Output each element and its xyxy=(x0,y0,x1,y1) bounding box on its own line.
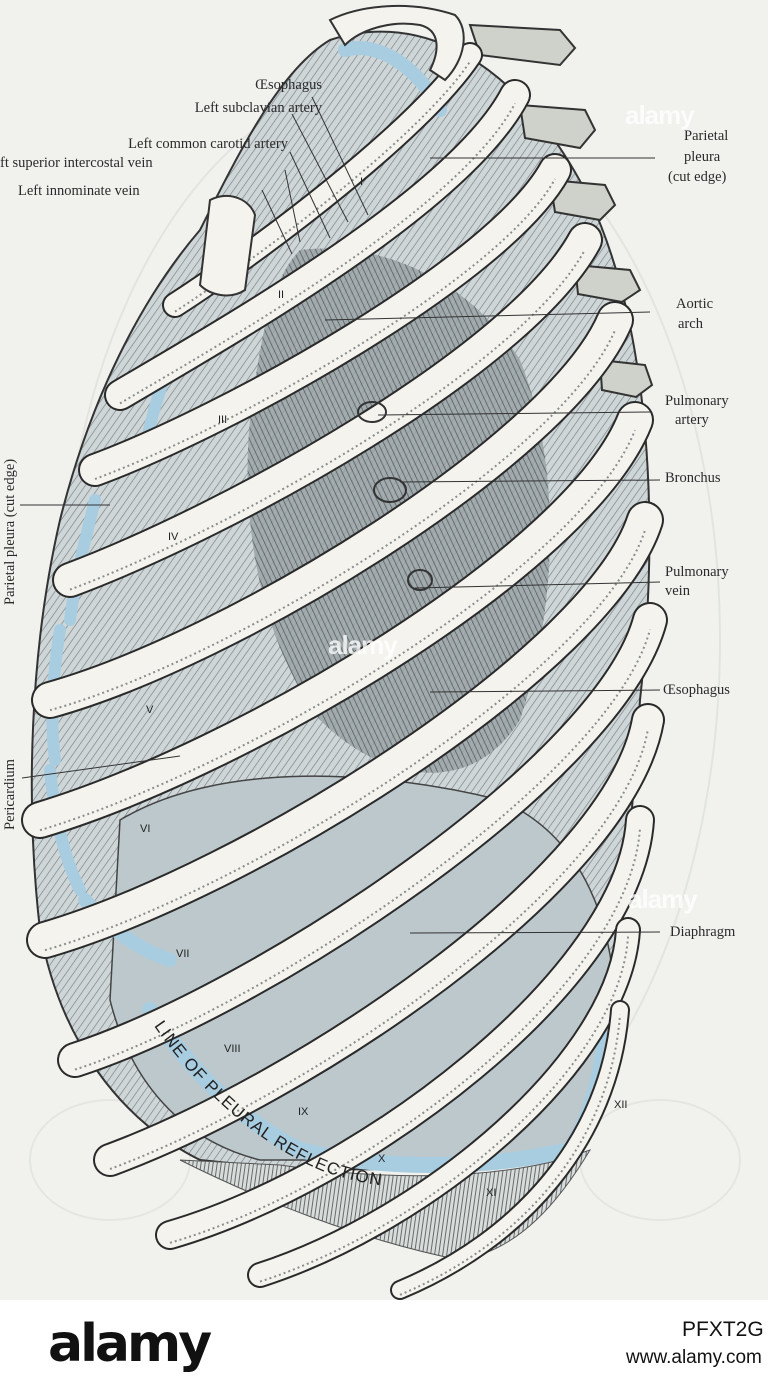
rib-shading xyxy=(169,827,641,1244)
rib-numeral: IX xyxy=(298,1106,309,1118)
label-pulmonary-artery-1: Pulmonary xyxy=(665,393,729,409)
rib-shading xyxy=(94,178,556,480)
label-bronchus: Bronchus xyxy=(665,470,721,486)
manubrium xyxy=(198,195,257,297)
rib-shading xyxy=(109,728,649,1170)
label-pulmonary-vein-1: Pulmonary xyxy=(665,564,729,580)
rib xyxy=(80,155,570,485)
alamy-logo: alamy xyxy=(48,1314,212,1374)
rib-numeral: III xyxy=(218,414,227,426)
rib-numeral: VI xyxy=(140,823,150,835)
rib-numeral: XI xyxy=(486,1187,496,1199)
rib-shading xyxy=(44,529,646,952)
rib xyxy=(28,503,662,957)
leader-lines xyxy=(20,96,661,934)
rib-shading xyxy=(49,329,616,712)
watermark-top-right: alamy xyxy=(625,100,695,130)
rib-numeral: II xyxy=(278,289,284,301)
rib-shading xyxy=(119,102,516,405)
rib-numeral: XII xyxy=(614,1099,627,1111)
label-parietal-pleura-3: (cut edge) xyxy=(668,169,727,185)
rib-numeral: V xyxy=(146,704,154,716)
image-id: PFXT2G xyxy=(682,1318,764,1341)
label-left-common-carotid-artery: Left common carotid artery xyxy=(128,136,288,152)
rib xyxy=(106,81,529,409)
rib-shading xyxy=(39,429,636,832)
rib xyxy=(392,1002,628,1298)
rib-numeral: VII xyxy=(176,948,189,960)
label-pericardium-vertical: Pericardium xyxy=(2,759,18,830)
vertebral-processes xyxy=(468,23,654,399)
label-parietal-pleura-1: Parietal xyxy=(684,128,729,144)
rib xyxy=(23,403,652,837)
label-pulmonary-artery-2: artery xyxy=(675,412,709,428)
rib xyxy=(54,224,601,596)
label-aortic-arch-1: Aortic xyxy=(676,296,714,312)
rib-shading xyxy=(399,1014,621,1296)
label-left-superior-intercostal-vein: ft superior intercostal vein xyxy=(0,155,153,171)
great-vessels xyxy=(357,401,433,591)
ribs-group xyxy=(21,42,668,1300)
label-oesophagus-lower: Œsophagus xyxy=(663,682,730,698)
rib-numeral: I xyxy=(360,176,363,188)
label-left-innominate-vein: Left innominate vein xyxy=(18,183,140,199)
rib xyxy=(157,807,653,1248)
watermark-lower-right: alamy xyxy=(628,884,698,914)
thorax-illustration: LINE OF PLEURAL REFLECTION IIIIIIIVVVIVI… xyxy=(20,4,741,1300)
footer-bar: alamy PFXT2G www.alamy.com xyxy=(0,1300,768,1390)
rib-shading xyxy=(74,629,651,1071)
label-left-subclavian-artery: Left subclavian artery xyxy=(194,100,322,116)
rib xyxy=(59,604,666,1076)
rib-numeral: IV xyxy=(168,531,179,543)
label-oesophagus-top: Œsophagus xyxy=(255,77,322,93)
label-aortic-arch-2: arch xyxy=(678,316,703,332)
label-parietal-pleura-vertical: Parietal pleura (cut edge) xyxy=(2,458,18,605)
rib-shading xyxy=(69,249,586,591)
label-pulmonary-vein-2: vein xyxy=(665,583,690,599)
rib xyxy=(33,303,632,717)
first-rib-head xyxy=(328,4,465,82)
label-parietal-pleura-2: pleura xyxy=(684,149,721,165)
site-url: www.alamy.com xyxy=(626,1347,762,1368)
rib xyxy=(95,705,663,1175)
label-diaphragm: Diaphragm xyxy=(670,924,736,940)
rib-numeral: X xyxy=(378,1153,386,1165)
rib-shading xyxy=(259,936,629,1283)
watermark-center: alamy xyxy=(328,630,398,660)
rib xyxy=(249,919,639,1286)
rib-numeral: VIII xyxy=(224,1043,241,1055)
